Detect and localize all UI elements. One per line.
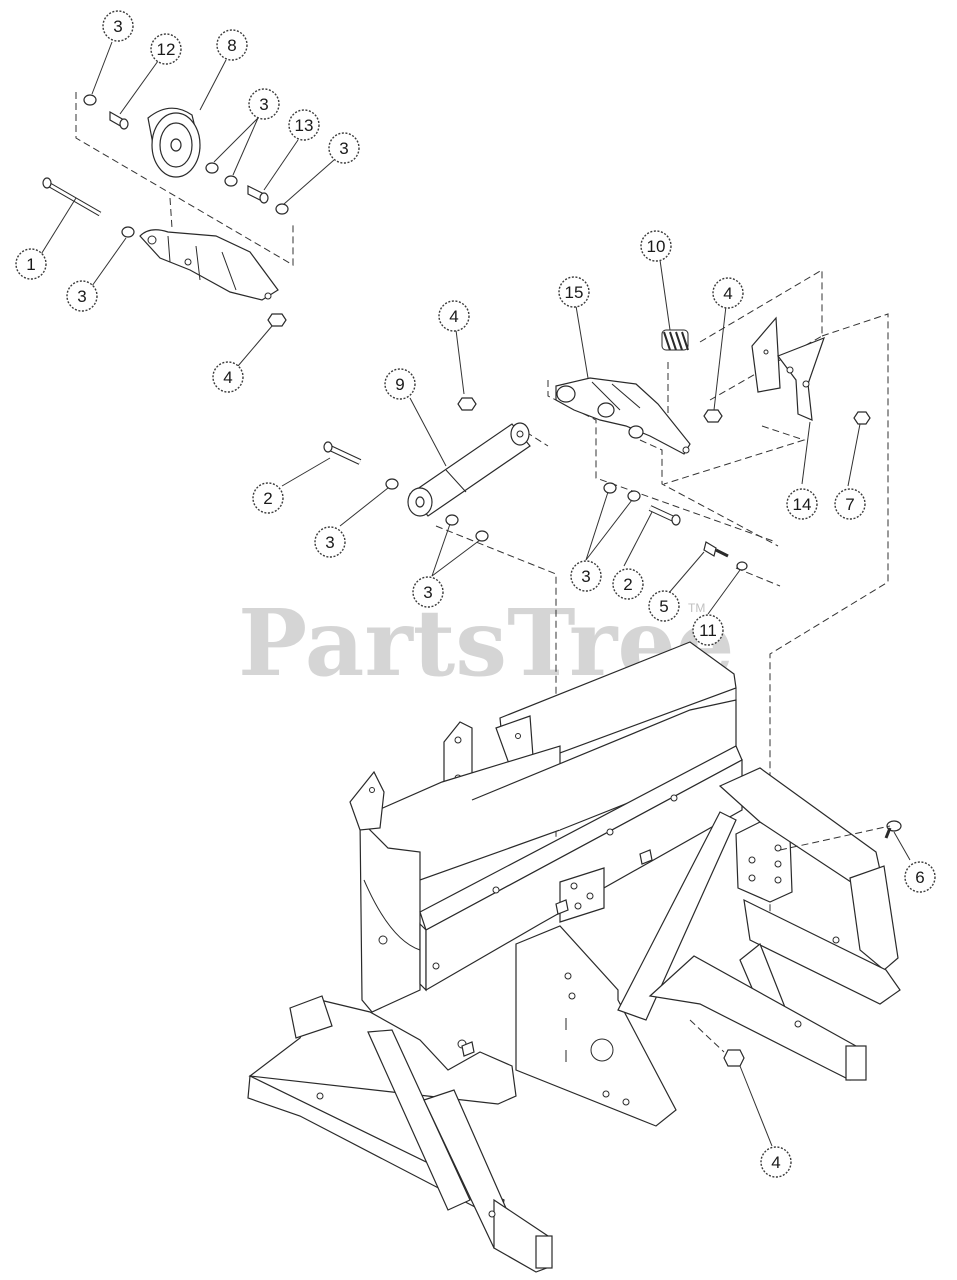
svg-text:14: 14 [793,495,812,514]
callout-2: 2 [612,568,644,600]
callout-3: 3 [102,10,134,42]
trough-left [359,818,421,1013]
nut [267,313,287,327]
roller-8 [147,107,201,178]
washer [627,490,641,502]
roller-assembly [39,41,335,367]
center-plate [515,925,677,1127]
svg-text:6: 6 [915,868,924,887]
svg-text:4: 4 [771,1153,780,1172]
callout-4: 4 [712,277,744,309]
bolt-1 [42,177,102,217]
svg-text:2: 2 [623,575,632,594]
svg-text:4: 4 [449,307,458,326]
callout-10: 10 [640,230,672,262]
callout-6: 6 [904,861,936,893]
callout-13: 13 [288,109,320,141]
washer [385,478,399,490]
callout-3: 3 [66,280,98,312]
callout-4: 4 [438,300,470,332]
cylinder-assembly [281,259,889,930]
svg-text:4: 4 [723,284,732,303]
nut-7 [853,411,871,425]
svg-text:10: 10 [647,237,666,256]
svg-text:3: 3 [581,567,590,586]
washer [475,530,489,542]
nut [703,409,723,423]
callout-12: 12 [150,33,182,65]
svg-text:3: 3 [339,139,348,158]
callout-9: 9 [384,368,416,400]
hydraulic-cylinder-9 [407,422,531,517]
washer [224,175,238,187]
callout-14: 14 [786,488,818,520]
callout-4: 4 [212,361,244,393]
main-frame [247,641,911,1273]
washer [121,226,135,238]
washer [205,162,219,174]
svg-text:3: 3 [325,533,334,552]
watermark-trademark: TM [688,601,705,615]
callout-5: 5 [648,590,680,622]
svg-text:9: 9 [395,375,404,394]
callout-15: 15 [558,276,590,308]
bracket-plate-14 [751,316,825,421]
svg-text:3: 3 [77,287,86,306]
svg-text:8: 8 [227,36,236,55]
nut [723,1049,745,1067]
callout-2: 2 [252,482,284,514]
svg-text:15: 15 [565,283,584,302]
callout-3: 3 [328,132,360,164]
callout-4: 4 [760,1146,792,1178]
callout-3: 3 [412,576,444,608]
spring-10 [661,329,689,351]
svg-text:7: 7 [845,495,854,514]
svg-text:5: 5 [659,597,668,616]
callouts: 3 12 8 3 13 3 1 3 4 10 4 15 4 9 14 7 2 3… [15,10,936,1178]
callout-3: 3 [314,526,346,558]
svg-text:11: 11 [699,621,717,640]
callout-11: 11 [692,614,724,646]
left-a-frame [247,995,553,1273]
bolt-5 [703,541,729,558]
svg-text:2: 2 [263,489,272,508]
nut [457,397,477,411]
svg-text:4: 4 [223,368,232,387]
svg-text:13: 13 [295,116,314,135]
callout-8: 8 [216,29,248,61]
svg-text:12: 12 [157,40,176,59]
svg-text:3: 3 [259,95,268,114]
washer [603,482,617,494]
callout-7: 7 [834,488,866,520]
roller-bracket [139,229,279,301]
bolt-2 [323,441,362,465]
washer-11 [736,561,748,571]
washer [83,94,97,106]
washer [275,203,289,215]
bolt-6 [884,820,902,839]
svg-text:1: 1 [26,255,35,274]
callout-1: 1 [15,248,47,280]
right-a-frame [617,767,901,1081]
callout-3: 3 [248,88,280,120]
left-tab [349,770,385,831]
pivot-bracket-15 [555,377,691,455]
svg-text:3: 3 [113,17,122,36]
svg-text:3: 3 [423,583,432,602]
callout-3: 3 [570,560,602,592]
hitch-bracket [735,821,793,903]
bolt-2 [648,505,681,526]
washer [445,514,459,526]
